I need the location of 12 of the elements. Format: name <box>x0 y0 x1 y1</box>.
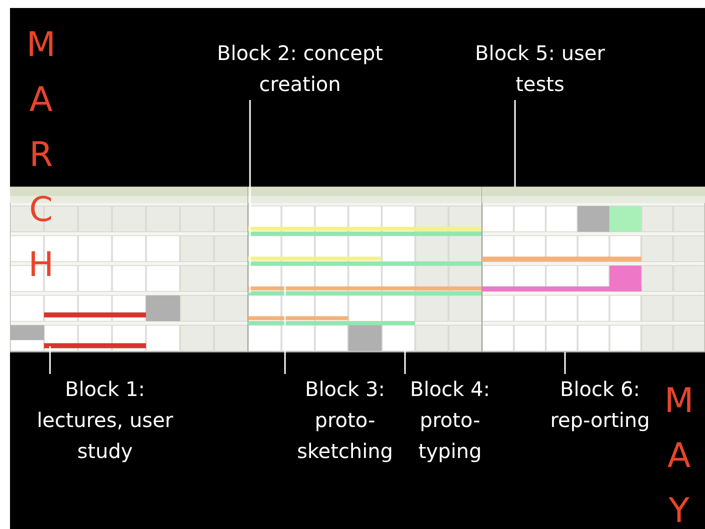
leader-line <box>514 100 516 187</box>
leader-line <box>49 346 51 374</box>
leader-line <box>564 352 566 374</box>
block-label: Block 5: user tests <box>474 40 606 98</box>
block-label: Block 4: proto-typing <box>409 376 491 465</box>
month-label: MAY <box>663 380 695 529</box>
month-label: MARCH <box>25 24 57 287</box>
block-label: Block 3: proto-sketching <box>296 376 394 465</box>
leader-line <box>249 100 251 293</box>
block-label: Block 1: lectures, user study <box>36 376 174 465</box>
block-label: Block 2: concept creation <box>216 40 384 98</box>
block-label: Block 6: rep-orting <box>549 376 651 434</box>
